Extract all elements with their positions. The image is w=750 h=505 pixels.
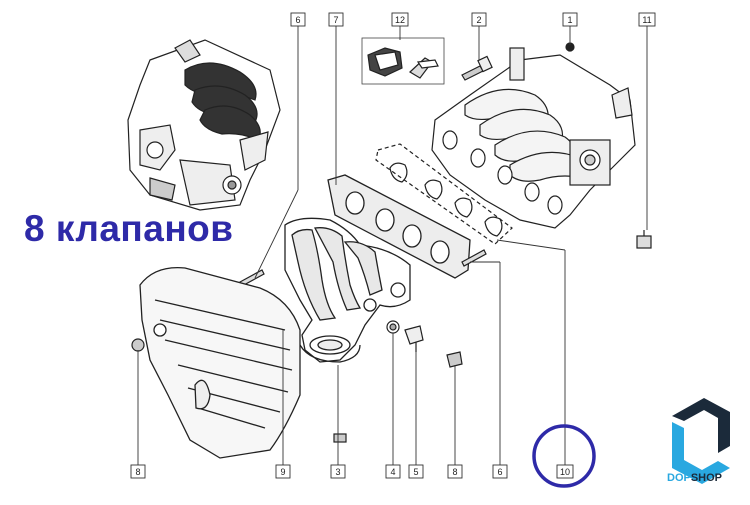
callout-7: 7: [328, 12, 344, 27]
heat-shield: [139, 266, 301, 459]
bolt-2: [461, 55, 493, 81]
brand-part-1: DOP: [667, 472, 691, 484]
callout-2: 2: [471, 12, 487, 27]
dopshop-logo-icon: [672, 398, 730, 484]
leader-lines: [137, 26, 648, 465]
stud-6: [239, 249, 487, 287]
brand-part-2: SHOP: [690, 472, 723, 484]
callout-label: 12: [395, 15, 405, 25]
callout-8-right: 8: [447, 464, 463, 479]
callout-1: 1: [562, 12, 578, 27]
callout-8-left: 8: [130, 464, 146, 479]
callout-10: 10: [556, 464, 574, 479]
exhaust-manifold: [284, 217, 411, 363]
callout-6-bottom: 6: [492, 464, 508, 479]
fasteners: [131, 320, 463, 443]
brand-name: DOPSHOP: [667, 472, 722, 484]
clip-parts: [361, 37, 445, 85]
callout-12: 12: [391, 12, 409, 27]
callout-label: 7: [333, 15, 338, 25]
intake-manifold: [431, 42, 636, 229]
engine-block-illustration: [127, 39, 281, 211]
intake-gasket-set: [375, 143, 513, 245]
callout-label: 6: [295, 15, 300, 25]
stud-11: [636, 230, 652, 249]
callout-label: 6: [497, 467, 502, 477]
callout-5: 5: [408, 464, 424, 479]
callout-label: 8: [135, 467, 140, 477]
callout-label: 10: [560, 467, 570, 477]
callout-label: 5: [413, 467, 418, 477]
callout-11: 11: [638, 12, 656, 27]
highlight-circle: [532, 424, 596, 488]
callout-3: 3: [330, 464, 346, 479]
callout-4: 4: [385, 464, 401, 479]
callout-6-top: 6: [290, 12, 306, 27]
exhaust-gasket: [327, 174, 471, 279]
callout-label: 4: [390, 467, 395, 477]
callout-label: 2: [476, 15, 481, 25]
callout-label: 11: [642, 15, 651, 25]
callout-label: 9: [280, 467, 285, 477]
callout-label: 3: [335, 467, 340, 477]
valve-count-caption: 8 клапанов: [24, 208, 234, 249]
callout-label: 1: [567, 15, 572, 25]
callout-label: 8: [452, 467, 457, 477]
callout-9: 9: [275, 464, 291, 479]
